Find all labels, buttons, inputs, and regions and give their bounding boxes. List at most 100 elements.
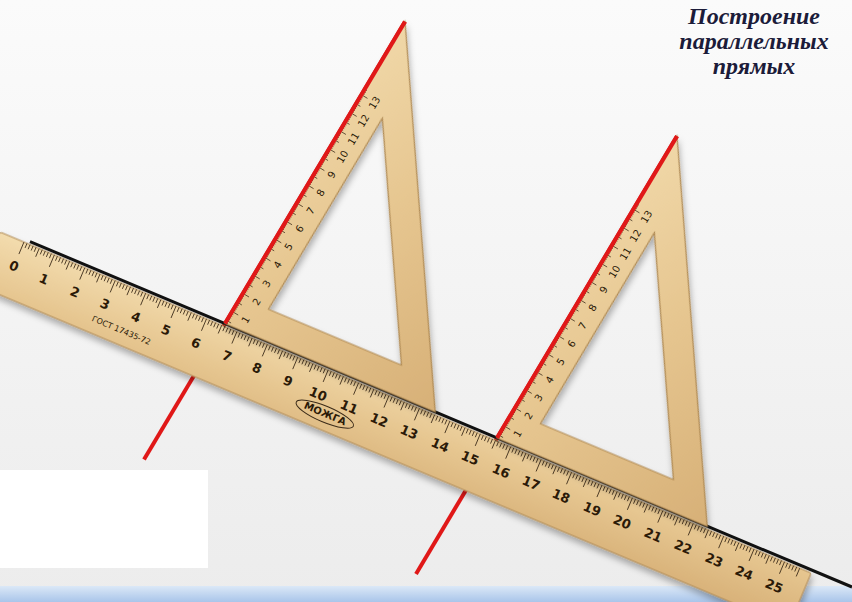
scale-tick — [214, 323, 216, 328]
scale-tick — [405, 403, 407, 408]
ruler-number: 19 — [581, 500, 603, 519]
scale-tick — [673, 516, 675, 521]
scale-tick — [492, 440, 495, 448]
blank-panel — [0, 470, 208, 568]
scale-tick — [378, 392, 380, 397]
scale-tick — [241, 334, 243, 339]
scale-tick — [370, 389, 373, 397]
scale-tick — [290, 355, 292, 360]
scale-tick — [560, 468, 562, 473]
scale-tick — [430, 413, 432, 418]
scale-tick — [688, 523, 693, 535]
scale-tick — [226, 328, 228, 333]
scale-tick — [97, 274, 100, 282]
scale-tick — [573, 474, 575, 479]
ruler-number: 25 — [764, 576, 786, 595]
scale-tick — [527, 454, 529, 459]
scale-tick — [506, 447, 511, 459]
scale-tick — [141, 293, 146, 305]
scale-tick — [74, 264, 76, 269]
scale-tick — [475, 434, 480, 446]
scale-tick — [603, 486, 605, 491]
scale-tick — [475, 433, 477, 438]
scale-tick — [150, 296, 152, 301]
scale-tick — [594, 482, 596, 487]
scale-tick — [141, 292, 143, 297]
scale-tick — [375, 390, 377, 395]
scale-tick — [606, 488, 608, 493]
scale-tick — [414, 407, 416, 412]
scale-tick — [627, 497, 629, 502]
scale-tick — [462, 428, 465, 436]
set-square-number: 3 — [534, 393, 546, 404]
scale-tick — [344, 378, 346, 383]
scale-tick — [734, 541, 736, 546]
scale-tick — [401, 402, 404, 410]
scale-tick — [766, 555, 769, 563]
scale-tick — [427, 412, 429, 417]
scale-tick — [305, 361, 307, 366]
set-square-number: 13 — [368, 95, 383, 111]
scale-tick — [80, 266, 82, 271]
set-square-number: 12 — [629, 227, 644, 243]
scale-tick — [481, 435, 483, 440]
ruler-number: 1 — [38, 271, 51, 286]
scale-tick — [55, 256, 57, 261]
scale-tick — [713, 532, 715, 537]
set-square-number: 1 — [512, 429, 524, 440]
scale-tick — [171, 306, 176, 318]
scale-tick — [472, 431, 474, 436]
scale-tick — [522, 453, 525, 461]
scale-tick — [755, 550, 757, 555]
scale-tick — [62, 259, 64, 264]
scale-tick — [34, 247, 36, 252]
scale-tick — [436, 416, 438, 421]
scale-tick — [195, 315, 197, 320]
scale-tick — [119, 283, 121, 288]
scale-tick — [728, 539, 730, 544]
scale-tick — [469, 430, 471, 435]
scale-tick — [700, 527, 702, 532]
scale-tick — [354, 383, 359, 395]
scale-tick — [731, 540, 733, 545]
scale-tick — [65, 260, 67, 265]
scale-tick — [431, 415, 434, 423]
ruler-number: 23 — [703, 551, 725, 570]
scale-tick — [770, 557, 772, 562]
scale-tick — [135, 289, 137, 294]
scale-tick — [46, 252, 48, 257]
scale-tick — [761, 553, 763, 558]
scale-tick — [503, 444, 505, 449]
scale-tick — [746, 546, 748, 551]
scale-tick — [95, 273, 97, 278]
scale-tick — [442, 419, 444, 424]
set-square-number: 3 — [262, 278, 274, 289]
scale-tick — [66, 261, 69, 269]
ruler-number: 0 — [7, 258, 20, 273]
scale-tick — [162, 301, 164, 306]
scale-tick — [719, 536, 724, 548]
scale-tick — [454, 424, 456, 429]
scale-tick — [582, 477, 584, 482]
scale-tick — [253, 339, 255, 344]
scale-tick — [40, 250, 42, 255]
scale-tick — [795, 567, 797, 572]
scale-tick — [743, 545, 745, 550]
scale-tick — [497, 442, 499, 447]
scale-tick — [670, 514, 672, 519]
scale-tick — [147, 295, 149, 300]
scale-tick — [414, 408, 419, 420]
set-square-number: 8 — [315, 188, 327, 199]
scale-tick — [223, 326, 225, 327]
scale-tick — [28, 245, 30, 250]
scale-tick — [457, 425, 459, 430]
scale-tick — [424, 411, 426, 416]
set-square-number: 10 — [607, 264, 622, 280]
scale-tick — [309, 364, 312, 372]
parallel-line — [497, 117, 677, 457]
parallel-line — [225, 3, 405, 343]
scale-tick — [618, 493, 620, 498]
scale-tick — [211, 321, 213, 326]
scale-tick — [268, 346, 270, 351]
set-square-number: 7 — [577, 321, 589, 332]
